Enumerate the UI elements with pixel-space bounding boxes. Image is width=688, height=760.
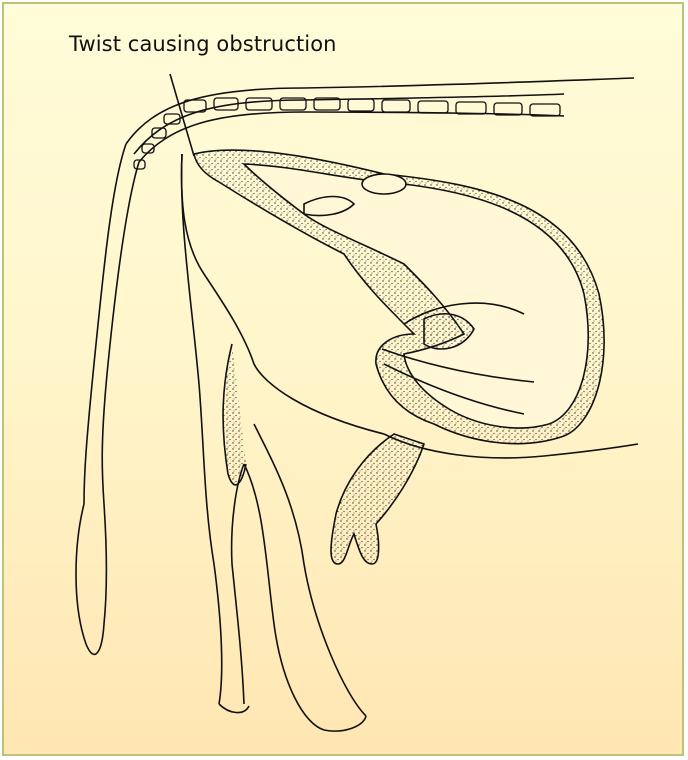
- tail: [76, 144, 139, 654]
- twisted-uterus: [194, 150, 604, 444]
- cow-anatomy-illustration: [4, 4, 684, 756]
- udder: [331, 434, 424, 564]
